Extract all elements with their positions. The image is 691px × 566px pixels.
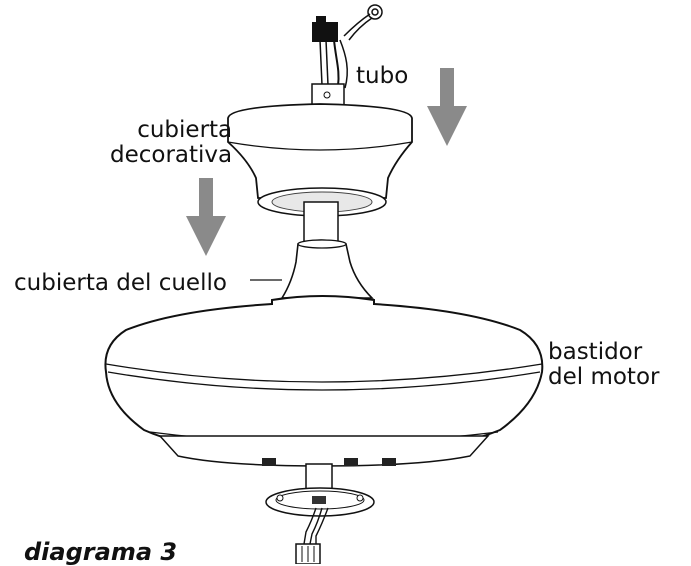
label-cubierta-decorativa: cubierta decorativa (110, 118, 232, 168)
label-tubo: tubo (356, 63, 409, 89)
label-bastidor-line1: bastidor (548, 339, 643, 365)
label-bastidor-line2: del motor (548, 364, 660, 390)
wire-connector (312, 22, 338, 42)
label-cubierta-del-cuello: cubierta del cuello (14, 270, 227, 296)
collar-cover (250, 239, 374, 299)
motor-housing (104, 295, 544, 467)
down-arrow-right (427, 68, 467, 146)
wires-top (319, 4, 383, 89)
downrod-middle (303, 201, 339, 243)
label-bastidor-del-motor: bastidor del motor (548, 340, 659, 390)
downrod (311, 83, 345, 107)
down-arrow-left (186, 178, 226, 256)
lower-plate (265, 463, 375, 517)
label-cubierta-decorativa-line2: decorativa (110, 142, 233, 168)
wires-bottom (303, 507, 329, 545)
decorative-canopy (227, 103, 413, 217)
diagram-caption: diagrama 3 (24, 538, 178, 566)
label-cubierta-decorativa-line1: cubierta (137, 117, 233, 143)
